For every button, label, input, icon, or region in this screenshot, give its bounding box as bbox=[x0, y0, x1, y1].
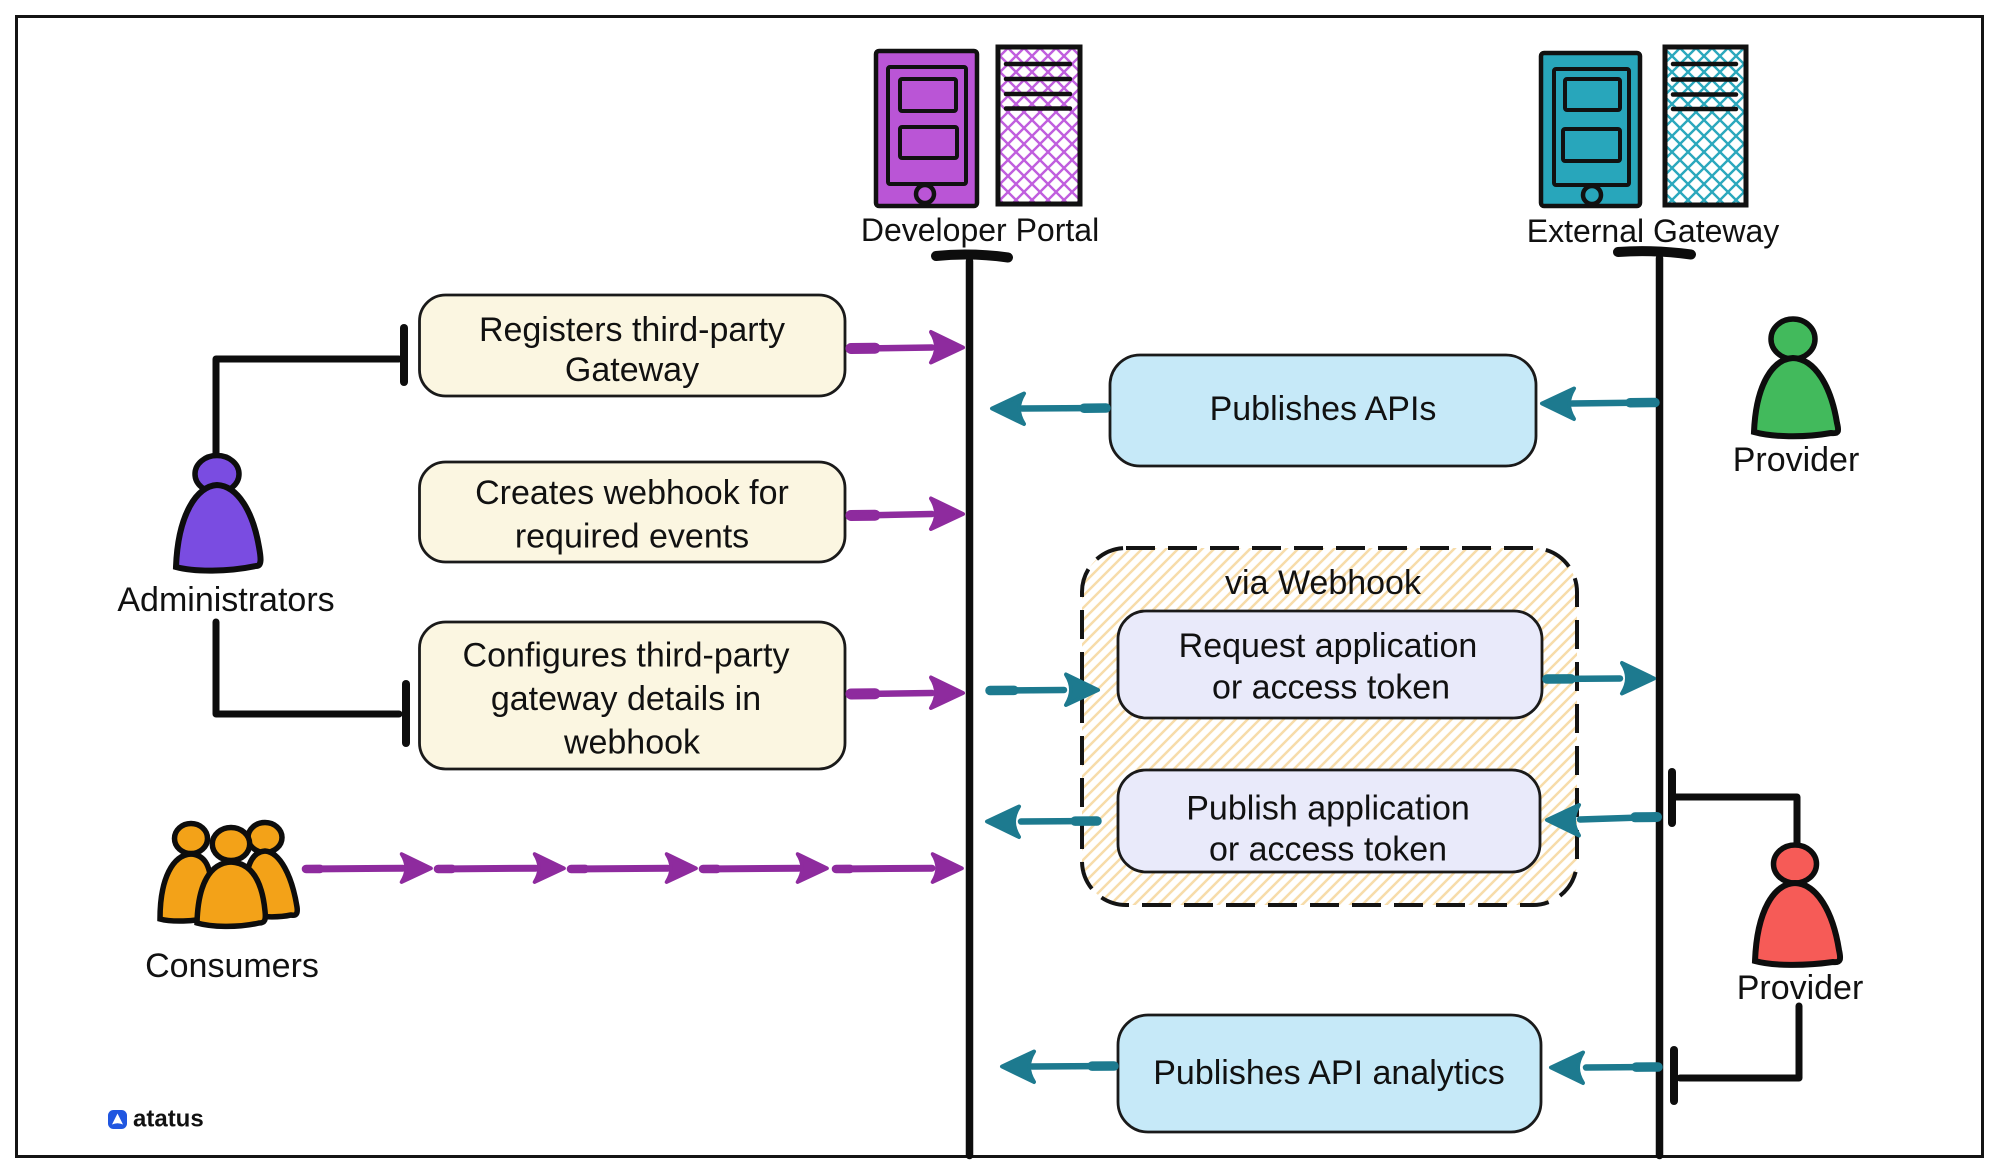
svg-text:gateway details in: gateway details in bbox=[491, 680, 761, 718]
svg-text:or access token: or access token bbox=[1209, 831, 1447, 869]
svg-text:or access token: or access token bbox=[1212, 669, 1450, 707]
svg-text:Request application: Request application bbox=[1179, 627, 1478, 665]
svg-text:Publish application: Publish application bbox=[1186, 790, 1470, 828]
svg-text:Creates webhook for: Creates webhook for bbox=[475, 474, 789, 512]
svg-text:Configures third-party: Configures third-party bbox=[463, 637, 790, 675]
svg-text:External Gateway: External Gateway bbox=[1527, 213, 1780, 249]
svg-text:Consumers: Consumers bbox=[145, 947, 319, 985]
svg-text:Administrators: Administrators bbox=[117, 581, 334, 619]
svg-text:Publishes API analytics: Publishes API analytics bbox=[1153, 1054, 1505, 1092]
svg-text:Provider: Provider bbox=[1733, 441, 1860, 479]
svg-text:Publishes APIs: Publishes APIs bbox=[1210, 390, 1437, 428]
svg-text:Registers third-party: Registers third-party bbox=[479, 311, 785, 349]
svg-text:required events: required events bbox=[515, 518, 749, 556]
svg-text:Provider: Provider bbox=[1737, 969, 1864, 1007]
svg-text:Gateway: Gateway bbox=[565, 351, 699, 389]
svg-text:webhook: webhook bbox=[563, 724, 701, 762]
svg-text:via Webhook: via Webhook bbox=[1225, 564, 1422, 602]
svg-text:Developer Portal: Developer Portal bbox=[861, 212, 1099, 248]
svg-text:atatus: atatus bbox=[133, 1106, 204, 1133]
